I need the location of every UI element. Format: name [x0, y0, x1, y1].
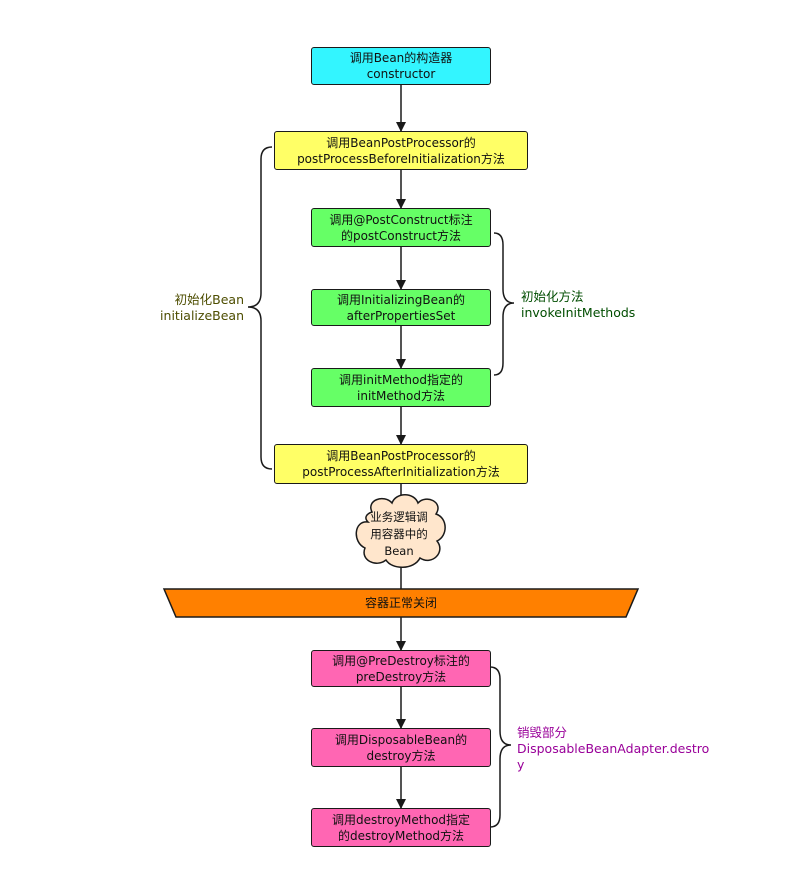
- destroy-method-line-1: 调用destroyMethod指定: [331, 812, 471, 827]
- constructor-line-2: constructor: [366, 67, 436, 81]
- before-init-line-1: 调用BeanPostProcessor的: [326, 135, 476, 150]
- destroy-method-line-2: 的destroyMethod方法: [337, 828, 465, 843]
- init-method-line-1: 调用initMethod指定的: [339, 372, 463, 387]
- init-methods-annotation: 初始化方法 invokeInitMethods: [521, 289, 635, 321]
- brace-initialize-bean: [247, 146, 273, 470]
- initializing-bean-node: 调用InitializingBean的 afterPropertiesSet: [311, 289, 491, 326]
- constructor-line-1: 调用Bean的构造器: [349, 51, 453, 65]
- init-methods-line-1: 初始化方法: [521, 289, 584, 304]
- post-construct-line-2: 的postConstruct方法: [340, 228, 462, 243]
- business-line-3: Bean: [384, 544, 414, 558]
- initialize-bean-annotation: 初始化Bean initializeBean: [150, 292, 244, 324]
- disposable-bean-line-2: destroy方法: [366, 748, 436, 763]
- disposable-bean-node: 调用DisposableBean的 destroy方法: [311, 728, 491, 767]
- after-init-line-2: postProcessAfterInitialization方法: [302, 465, 500, 479]
- initializing-bean-line-2: afterPropertiesSet: [346, 308, 456, 323]
- constructor-node: 调用Bean的构造器 constructor: [311, 47, 491, 85]
- pre-destroy-line-1: 调用@PreDestroy标注的: [332, 653, 470, 668]
- post-construct-line-1: 调用@PostConstruct标注: [329, 212, 473, 227]
- destroy-annotation: 销毁部分 DisposableBeanAdapter.destro y: [517, 725, 709, 773]
- brace-init-methods: [493, 232, 515, 376]
- initializing-bean-line-1: 调用InitializingBean的: [337, 292, 465, 307]
- post-construct-node: 调用@PostConstruct标注 的postConstruct方法: [311, 208, 491, 247]
- business-line-1: 业务逻辑调: [370, 510, 428, 524]
- pre-destroy-line-2: preDestroy方法: [355, 669, 447, 684]
- init-methods-line-2: invokeInitMethods: [521, 305, 636, 320]
- initialize-bean-line-1: 初始化Bean: [174, 292, 244, 307]
- after-init-node: 调用BeanPostProcessor的 postProcessAfterIni…: [274, 444, 528, 484]
- brace-destroy: [489, 666, 512, 828]
- shutdown-shape: [162, 588, 640, 618]
- destroy-line-3: y: [517, 757, 525, 772]
- business-cloud-shape: [355, 494, 446, 568]
- pre-destroy-node: 调用@PreDestroy标注的 preDestroy方法: [311, 650, 491, 687]
- before-init-line-2: postProcessBeforeInitialization方法: [297, 151, 505, 166]
- initialize-bean-line-2: initializeBean: [160, 308, 244, 323]
- shutdown-label: 容器正常关闭: [364, 596, 437, 610]
- before-init-node: 调用BeanPostProcessor的 postProcessBeforeIn…: [274, 131, 528, 170]
- destroy-method-node: 调用destroyMethod指定 的destroyMethod方法: [311, 808, 491, 847]
- after-init-line-1: 调用BeanPostProcessor的: [326, 449, 476, 463]
- init-method-node: 调用initMethod指定的 initMethod方法: [311, 368, 491, 407]
- destroy-line-2: DisposableBeanAdapter.destro: [517, 741, 710, 756]
- destroy-line-1: 销毁部分: [517, 725, 568, 740]
- init-method-line-2: initMethod方法: [357, 388, 445, 403]
- disposable-bean-line-1: 调用DisposableBean的: [334, 732, 468, 747]
- business-cloud-label: 业务逻辑调 用容器中的 Bean: [354, 509, 444, 560]
- business-line-2: 用容器中的: [370, 527, 428, 541]
